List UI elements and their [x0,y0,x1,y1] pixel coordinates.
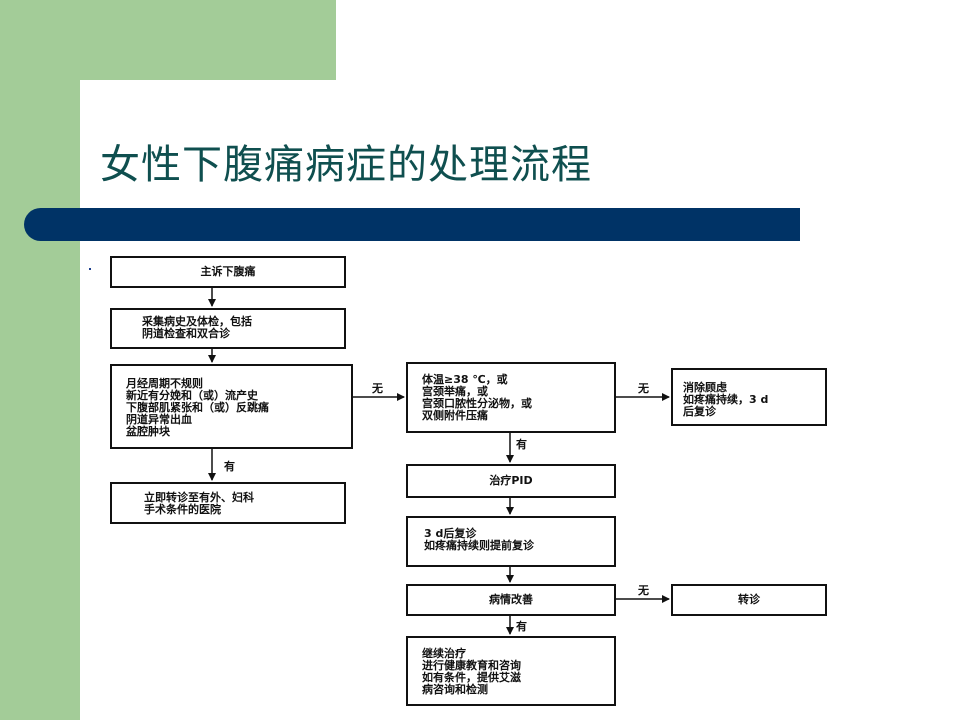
green-top-band [80,0,336,80]
title-underline-bar [24,208,800,241]
node-refer: 转诊 [671,584,827,616]
node-signs: 体温≥38 ℃，或 宫颈举痛，或 宫颈口脓性分泌物，或 双侧附件压痛 [406,362,616,433]
label-signs-no: 无 [638,382,649,395]
node-referral-surgery: 立即转诊至有外、妇科 手术条件的医院 [110,482,346,524]
label-improved-no: 无 [638,584,649,597]
label-symptoms-yes: 有 [224,460,235,473]
node-improved: 病情改善 [406,584,616,616]
node-history: 采集病史及体检，包括 阴道检查和双合诊 [110,308,346,349]
node-symptoms: 月经周期不规则 新近有分娩和（或）流产史 下腹部肌紧张和（或）反跳痛 阴道异常出… [110,364,353,449]
slide-title: 女性下腹痛病症的处理流程 [100,142,592,188]
node-followup: 3 d后复诊 如疼痛持续则提前复诊 [406,516,616,567]
label-signs-yes: 有 [516,438,527,451]
label-symptoms-no: 无 [372,382,383,395]
node-chief-complaint: 主诉下腹痛 [110,256,346,288]
green-side-band [0,0,80,720]
node-treat-pid: 治疗PID [406,464,616,498]
node-reassure: 消除顾虑 如疼痛持续，3 d 后复诊 [671,368,827,426]
node-continue: 继续治疗 进行健康教育和咨询 如有条件，提供艾滋 病咨询和检测 [406,636,616,706]
label-improved-yes: 有 [516,620,527,633]
bullet-dot [89,268,91,270]
